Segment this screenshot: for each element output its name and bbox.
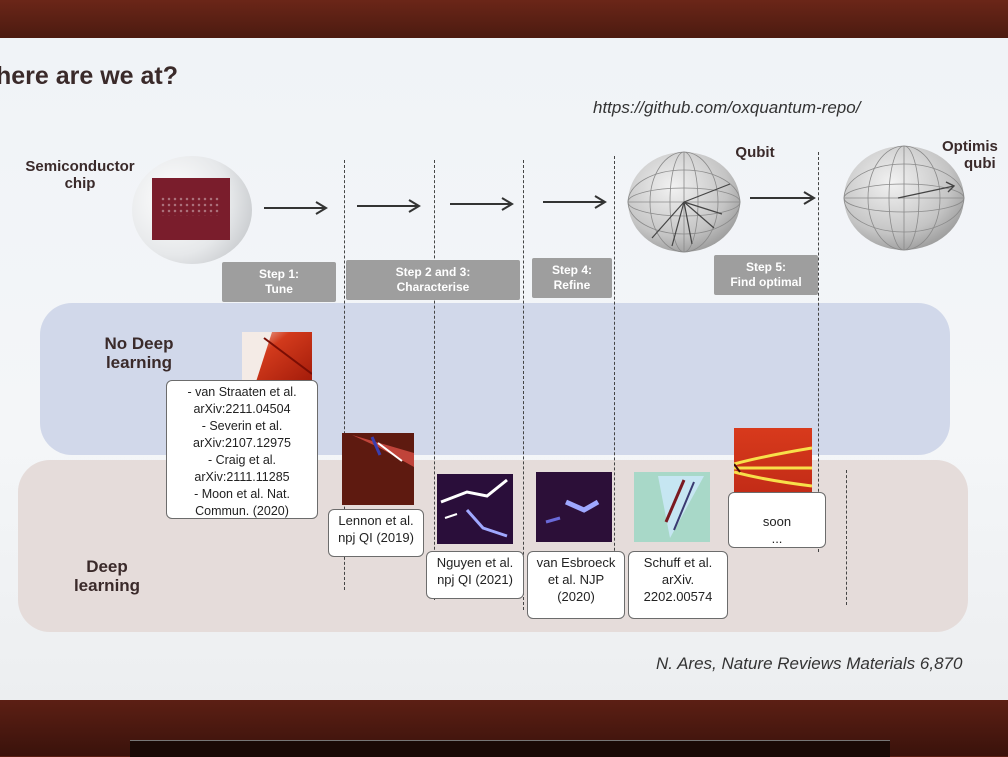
chip-label: Semiconductor chip xyxy=(10,158,150,192)
arrow-icon xyxy=(357,199,421,213)
charge-stability-image xyxy=(242,332,312,388)
bloch-sphere-icon xyxy=(627,151,741,253)
qubit-label: Qubit xyxy=(735,144,775,161)
step-divider xyxy=(344,160,345,590)
step-4-badge: Step 4:Refine xyxy=(532,258,612,298)
nguyen-reference: Nguyen et al.npj QI (2021) xyxy=(426,551,524,599)
optimised-label-line1: Optimis xyxy=(942,138,998,155)
step-divider xyxy=(818,152,819,552)
step-divider xyxy=(846,470,847,605)
step-divider xyxy=(614,156,615,616)
arrow-icon xyxy=(264,201,328,215)
no-deep-references-list: - van Straaten et al. arXiv:2211.04504 -… xyxy=(166,380,318,519)
step-divider xyxy=(434,160,435,600)
screen-bottom-strip xyxy=(130,740,890,757)
room-top-frame xyxy=(0,0,1008,40)
schuff-reference: Schuff et al.arXiv.2202.00574 xyxy=(628,551,728,619)
lennon-reference: Lennon et al.npj QI (2019) xyxy=(328,509,424,557)
repo-url[interactable]: https://github.com/oxquantum-repo/ xyxy=(593,98,861,117)
chip-pattern xyxy=(160,196,220,216)
step-5-badge: Step 5:Find optimal xyxy=(714,255,818,295)
arrow-icon xyxy=(750,191,816,205)
esbroeck-measurement-image xyxy=(536,472,612,542)
optimised-bloch-sphere-icon xyxy=(843,145,965,251)
optimised-label-line2: qubi xyxy=(964,155,996,172)
schuff-measurement-image xyxy=(634,472,710,542)
step-2-3-badge: Step 2 and 3:Characterise xyxy=(346,260,520,300)
arrow-icon xyxy=(450,197,514,211)
chip-label-line1: Semiconductor xyxy=(25,158,135,175)
step-divider xyxy=(523,160,524,610)
optimised-qubit-label: Optimis qubi xyxy=(942,138,1008,172)
citation-caption: N. Ares, Nature Reviews Materials 6,870 xyxy=(656,654,963,673)
soon-reference: soon... xyxy=(728,492,826,548)
lennon-measurement-image xyxy=(342,433,414,505)
chip-label-line2: chip xyxy=(64,175,96,192)
soon-measurement-image xyxy=(734,428,812,500)
step-1-badge: Step 1:Tune xyxy=(222,262,336,302)
slide-title: here are we at? xyxy=(0,62,179,90)
nguyen-measurement-image xyxy=(437,474,513,544)
arrow-icon xyxy=(543,195,607,209)
